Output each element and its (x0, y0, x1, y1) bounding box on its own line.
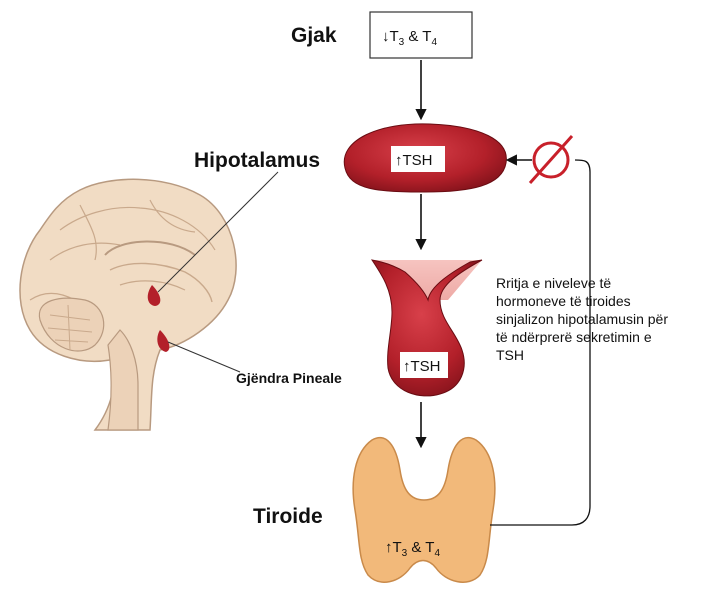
thyroid-hormone-text: ↑T3 & T4 (385, 539, 440, 559)
label-hypothalamus: Hipotalamus (194, 149, 320, 172)
thyroid-organ: ↑T3 & T4 (352, 437, 496, 583)
pituitary-tsh-box (400, 352, 448, 378)
inhibit-icon (528, 135, 574, 184)
up-arrow-icon: ↑ (403, 358, 411, 375)
hypothalamus-pointer-line (157, 171, 279, 293)
up-arrow-icon: ↑ (385, 539, 393, 556)
feedback-note-line: sinjalizon hipotalamusin për (496, 311, 668, 327)
hypothalamus-tsh-box (391, 146, 445, 172)
label-pineal: Gjëndra Pineale (236, 370, 342, 386)
feedback-note-line: hormoneve të tiroides (496, 293, 631, 309)
feedback-note-line: TSH (496, 347, 524, 363)
feedback-loop-line (490, 159, 591, 526)
pituitary-tsh-text: ↑TSH (403, 358, 441, 375)
feedback-note: Rritja e niveleve të hormoneve të tiroid… (496, 275, 668, 363)
up-arrow-icon: ↑ (395, 152, 403, 169)
pineal-pointer-line (167, 341, 241, 373)
pituitary-organ: ↑TSH (370, 259, 483, 397)
brain-illustration (19, 178, 237, 431)
feedback-note-line: Rritja e niveleve të (496, 275, 611, 291)
down-arrow-icon: ↓ (382, 28, 390, 45)
hypothalamus-tsh-text: ↑TSH (395, 152, 433, 169)
blood-hormone-box (369, 11, 473, 59)
feedback-note-line: të ndërprerë sekretimin e (496, 329, 652, 345)
hypothalamus-organ: ↑TSH (343, 123, 507, 193)
label-blood: Gjak (291, 24, 337, 47)
blood-hormone-text: ↓T3 & T4 (382, 28, 437, 48)
label-thyroid: Tiroide (253, 505, 323, 528)
